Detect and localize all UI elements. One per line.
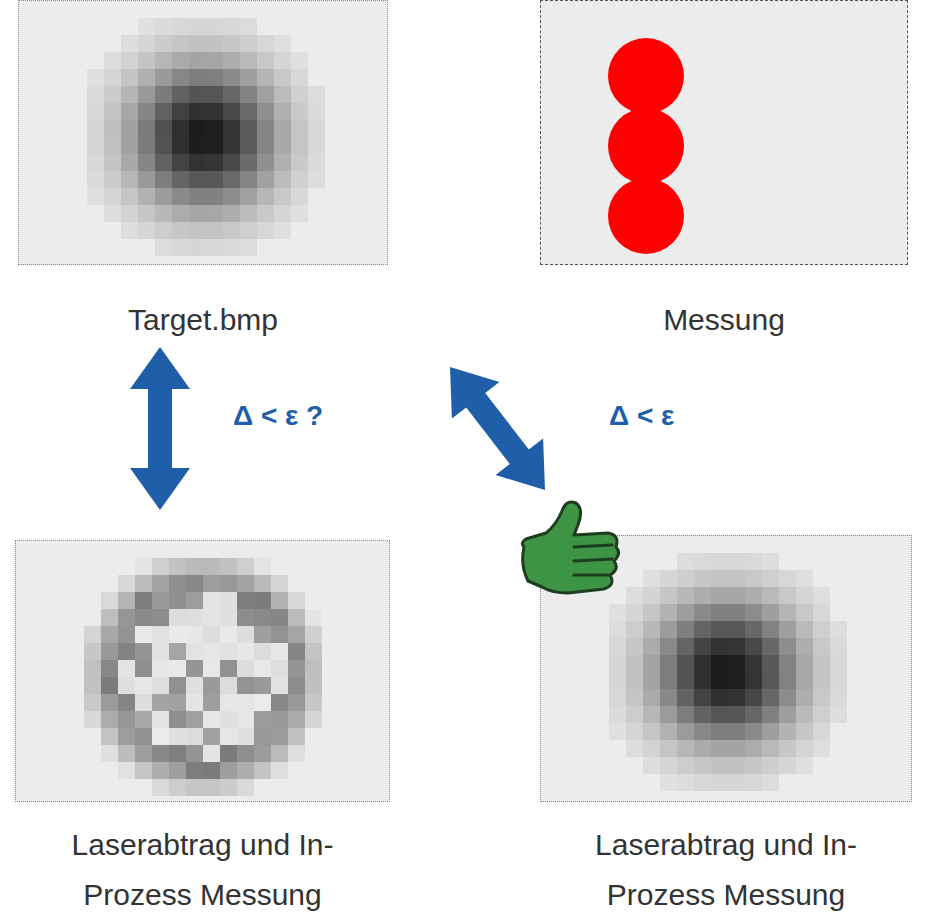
caption: Laserabtrag und In- Prozess Messung <box>540 820 912 915</box>
pixel-image <box>16 541 390 802</box>
image-frame <box>540 0 908 265</box>
arrow-label: Δ < ε <box>606 400 677 432</box>
double-arrow <box>130 347 190 510</box>
caption: Laserabtrag und In- Prozess Messung <box>15 820 390 915</box>
thumbs-up-icon <box>512 495 632 607</box>
image-frame <box>15 540 390 802</box>
caption: Messung <box>574 295 874 345</box>
caption: Target.bmp <box>53 295 353 345</box>
image-panel: Laserabtrag und In- Prozess Messung <box>540 535 912 915</box>
image-panel: Messung <box>540 0 908 345</box>
pixel-image <box>541 1 908 265</box>
arrow-label: Δ < ε ? <box>230 400 326 432</box>
double-arrow <box>450 367 545 490</box>
image-panel: Target.bmp <box>18 0 388 345</box>
image-frame <box>18 0 388 265</box>
image-panel: Laserabtrag und In- Prozess Messung <box>15 540 390 915</box>
pixel-image <box>19 1 388 265</box>
